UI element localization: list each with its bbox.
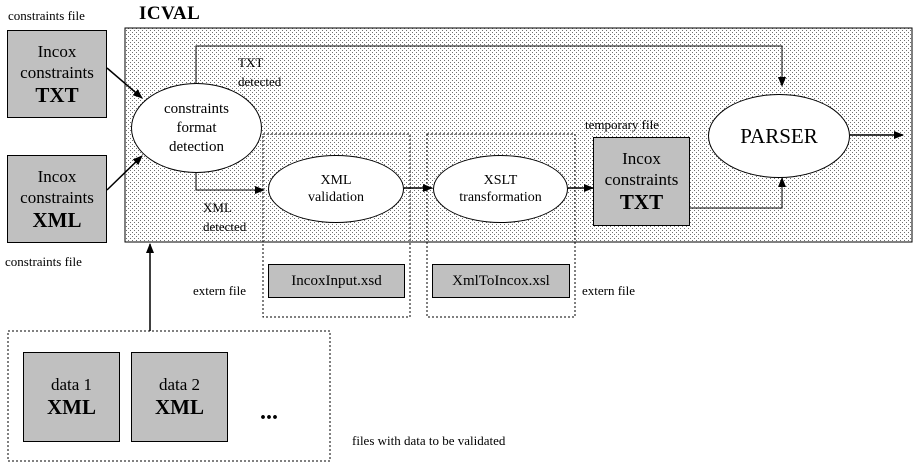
data1-line1: data 1 [50, 375, 93, 394]
input-xml-line3: XML [32, 207, 82, 232]
xml-validation-line1: XML [320, 173, 352, 188]
xml-detected-label-1: XML [203, 200, 232, 215]
data2-line1: data 2 [158, 375, 201, 394]
input-txt-file: Incox constraints TXT [7, 30, 107, 118]
files-with-data-label: files with data to be validated [352, 433, 506, 448]
detection-line1: constraints [164, 100, 229, 117]
extern-file-label-left: extern file [193, 283, 247, 298]
xml-detected-label-2: detected [203, 219, 247, 234]
arrow-xml-input-to-detection [106, 155, 143, 191]
xslt-line2: transformation [459, 190, 542, 205]
temp-txt-line3: TXT [619, 190, 664, 214]
arrow-xml-detected-to-validation [195, 173, 265, 194]
xslt-transformation-node: XSLT transformation [433, 155, 568, 223]
xsd-file: IncoxInput.xsd [268, 264, 405, 298]
data1-line2: XML [47, 395, 96, 419]
detection-line2: format [176, 119, 217, 136]
xslt-line1: XSLT [483, 173, 518, 188]
temporary-file-label: temporary file [585, 117, 659, 132]
input-xml-file: Incox constraints XML [7, 155, 107, 243]
xml-validation-node: XML validation [268, 155, 404, 223]
input-txt-line2: constraints [20, 62, 94, 82]
temp-txt-file: Incox constraints TXT [593, 137, 690, 226]
xml-validation-group [262, 133, 411, 318]
input-txt-line3: TXT [35, 82, 79, 107]
diagram-title: ICVAL [139, 3, 201, 24]
parser-node: PARSER [708, 94, 850, 178]
data2-line2: XML [155, 395, 204, 419]
input-xml-line2: constraints [20, 187, 94, 207]
temp-txt-line1: Incox [622, 149, 661, 168]
input-txt-line1: Incox [37, 41, 77, 61]
data-file-1: data 1 XML [23, 352, 120, 442]
arrow-temp-to-parser [690, 177, 786, 209]
constraints-file-label-bottom: constraints file [5, 254, 82, 269]
arrow-txt-input-to-detection [106, 67, 143, 99]
detection-line3: detection [169, 138, 224, 155]
format-detection-node: constraints format detection [131, 83, 262, 173]
temp-txt-line2: constraints [604, 170, 679, 189]
data-file-2: data 2 XML [131, 352, 228, 442]
xslt-group [426, 133, 576, 318]
xsl-file: XmlToIncox.xsl [432, 264, 570, 298]
arrow-txt-detected-to-parser [195, 45, 786, 87]
txt-detected-label-2: detected [238, 74, 282, 89]
more-files-ellipsis: ... [260, 399, 278, 425]
constraints-file-label-top: constraints file [8, 8, 85, 23]
txt-detected-label-1: TXT [238, 55, 264, 70]
input-xml-line1: Incox [37, 166, 77, 186]
xml-validation-line2: validation [308, 190, 364, 205]
parser-label: PARSER [740, 123, 818, 148]
extern-file-label-right: extern file [582, 283, 636, 298]
